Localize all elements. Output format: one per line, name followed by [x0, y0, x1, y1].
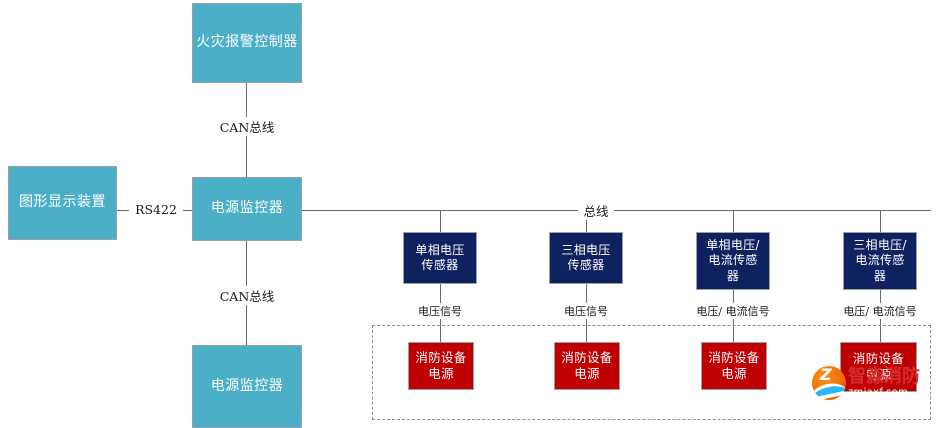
node-power-supply-3-line1: 消防设备: [708, 350, 760, 365]
edge-label-rs422: RS422: [129, 202, 183, 217]
node-fire-alarm-controller-label: 火灾报警控制器: [196, 34, 298, 51]
connector-bus-to-sensor-1: [440, 210, 441, 232]
node-power-supply-1-line1: 消防设备: [415, 350, 467, 365]
node-power-supply-3-line2: 电源: [721, 366, 747, 381]
node-power-supply-4-line2: 电源: [865, 367, 892, 382]
signal-label-sensor-4: 电压/ 电流信号: [835, 303, 925, 319]
node-power-supply-2-line2: 电源: [574, 366, 600, 381]
node-power-supply-1[interactable]: 消防设备 电源: [408, 342, 474, 390]
edge-label-can-bus-upper: CAN总线: [211, 117, 283, 136]
node-sensor-4[interactable]: 三相电压/ 电流传感 器: [843, 232, 917, 290]
node-fire-alarm-controller[interactable]: 火灾报警控制器: [192, 3, 302, 83]
edge-label-main-bus: 总线: [578, 201, 614, 220]
node-power-supply-2[interactable]: 消防设备 电源: [554, 342, 620, 390]
connector-main-bus: [302, 210, 931, 211]
node-sensor-2-line1: 三相电压: [561, 242, 611, 257]
node-sensor-3-line2: 电流传感: [708, 253, 758, 268]
node-sensor-1-line1: 单相电压: [415, 242, 465, 257]
node-power-monitor-main[interactable]: 电源监控器: [192, 177, 302, 241]
node-power-supply-1-line2: 电源: [428, 366, 454, 381]
connector-bus-to-sensor-3: [733, 210, 734, 232]
node-power-monitor-secondary-label: 电源监控器: [210, 377, 284, 394]
node-sensor-3-line1: 单相电压/: [706, 237, 760, 252]
node-graphic-display-device[interactable]: 图形显示装置: [8, 166, 117, 240]
node-sensor-4-line2: 电流传感: [855, 253, 905, 268]
connector-bus-to-sensor-4: [880, 210, 881, 232]
node-sensor-3[interactable]: 单相电压/ 电流传感 器: [696, 232, 770, 290]
node-sensor-1-line2: 传感器: [421, 258, 459, 272]
node-sensor-2-line2: 传感器: [567, 258, 605, 272]
connector-bus-to-sensor-2: [586, 210, 587, 232]
node-sensor-2[interactable]: 三相电压 传感器: [549, 232, 623, 284]
node-sensor-1[interactable]: 单相电压 传感器: [403, 232, 477, 284]
node-power-supply-4-line1: 消防设备: [852, 351, 905, 366]
node-sensor-3-line3: 器: [726, 268, 740, 283]
edge-label-can-bus-lower: CAN总线: [211, 286, 283, 305]
power-supply-group-boundary: [372, 325, 931, 420]
node-sensor-4-line1: 三相电压/: [853, 237, 907, 252]
node-power-supply-3[interactable]: 消防设备 电源: [701, 342, 767, 390]
signal-label-sensor-1: 电压信号: [405, 303, 475, 319]
node-graphic-display-device-label: 图形显示装置: [19, 194, 106, 211]
node-power-supply-2-line1: 消防设备: [561, 350, 613, 365]
signal-label-sensor-2: 电压信号: [551, 303, 621, 319]
node-power-monitor-main-label: 电源监控器: [210, 200, 284, 217]
node-power-supply-4[interactable]: 消防设备 电源: [840, 342, 917, 392]
node-sensor-4-line3: 器: [873, 268, 887, 283]
node-power-monitor-secondary[interactable]: 电源监控器: [192, 345, 302, 428]
signal-label-sensor-3: 电压/ 电流信号: [688, 303, 778, 319]
